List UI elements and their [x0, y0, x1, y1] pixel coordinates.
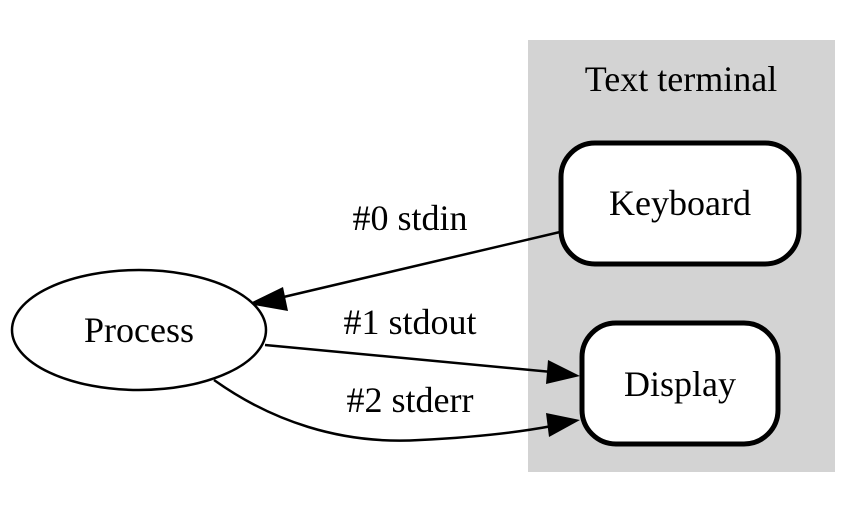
node-process[interactable]: Process	[10, 268, 268, 392]
node-display-label: Display	[624, 364, 736, 404]
node-keyboard[interactable]: Keyboard	[558, 140, 802, 267]
node-process-shape	[10, 268, 268, 392]
node-keyboard-label: Keyboard	[609, 183, 751, 223]
edge-stderr-arrowhead	[546, 413, 580, 437]
edge-stdin-line	[274, 230, 561, 301]
node-display-shape	[579, 320, 781, 447]
node-keyboard-shape	[558, 140, 802, 267]
node-display[interactable]: Display	[579, 320, 781, 447]
cluster-label: Text terminal	[585, 59, 777, 99]
node-process-label: Process	[84, 310, 194, 350]
edge-stderr-line	[213, 378, 553, 442]
edge-stdout: #1 stdout	[264, 302, 580, 384]
edge-stdin-arrowhead	[248, 287, 288, 311]
edge-stdout-arrowhead	[546, 360, 580, 384]
edge-stdout-label: #1 stdout	[343, 302, 476, 342]
edge-stderr: #2 stderr	[213, 378, 580, 442]
edge-stderr-label: #2 stderr	[347, 380, 474, 420]
edge-stdout-line	[264, 343, 553, 374]
edge-stdin: #0 stdin	[248, 198, 561, 311]
edge-stdin-label: #0 stdin	[352, 198, 467, 238]
